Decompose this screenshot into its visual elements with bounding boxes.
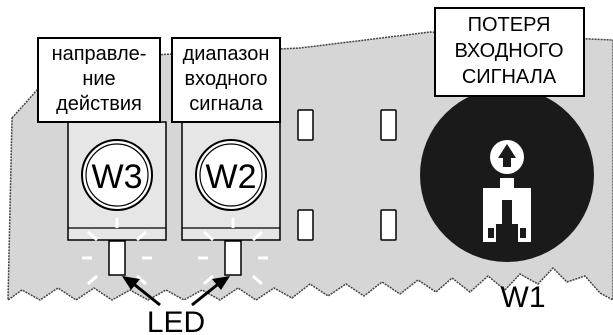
led-label: LED <box>147 306 205 335</box>
w2-potentiometer: W2 <box>181 121 281 241</box>
arrowhead-left <box>122 276 140 290</box>
small-components <box>297 109 397 241</box>
led-w3 <box>82 218 152 286</box>
w2-label: W2 <box>206 158 257 196</box>
arrow-up-icon <box>490 140 524 174</box>
w1-label: W1 <box>501 281 546 314</box>
w2-function-label: диапазон входного сигнала <box>171 37 281 123</box>
w1-potentiometer <box>420 88 594 262</box>
w2-function-line-1: диапазон <box>183 43 270 65</box>
w1-function-label: ПОТЕРЯ ВХОДНОГО СИГНАЛА <box>434 7 585 97</box>
w1-function-line-1: ПОТЕРЯ <box>468 14 551 36</box>
w2-function-line-2: входного <box>185 68 268 90</box>
w3-function-line-1: направле- <box>52 43 147 65</box>
led-w2 <box>198 218 268 286</box>
w3-function-label: направле- ние действия <box>37 37 161 123</box>
w1-function-line-2: ВХОДНОГО <box>454 40 563 62</box>
w3-function-line-3: действия <box>56 93 142 115</box>
w3-function-line-2: ние <box>82 68 115 90</box>
w1-function-line-3: СИГНАЛА <box>462 66 557 88</box>
arrowhead-right <box>212 276 230 290</box>
w3-label: W3 <box>92 158 143 196</box>
adjuster-slot-icon <box>483 178 531 242</box>
w2-function-line-3: сигнала <box>189 93 263 115</box>
